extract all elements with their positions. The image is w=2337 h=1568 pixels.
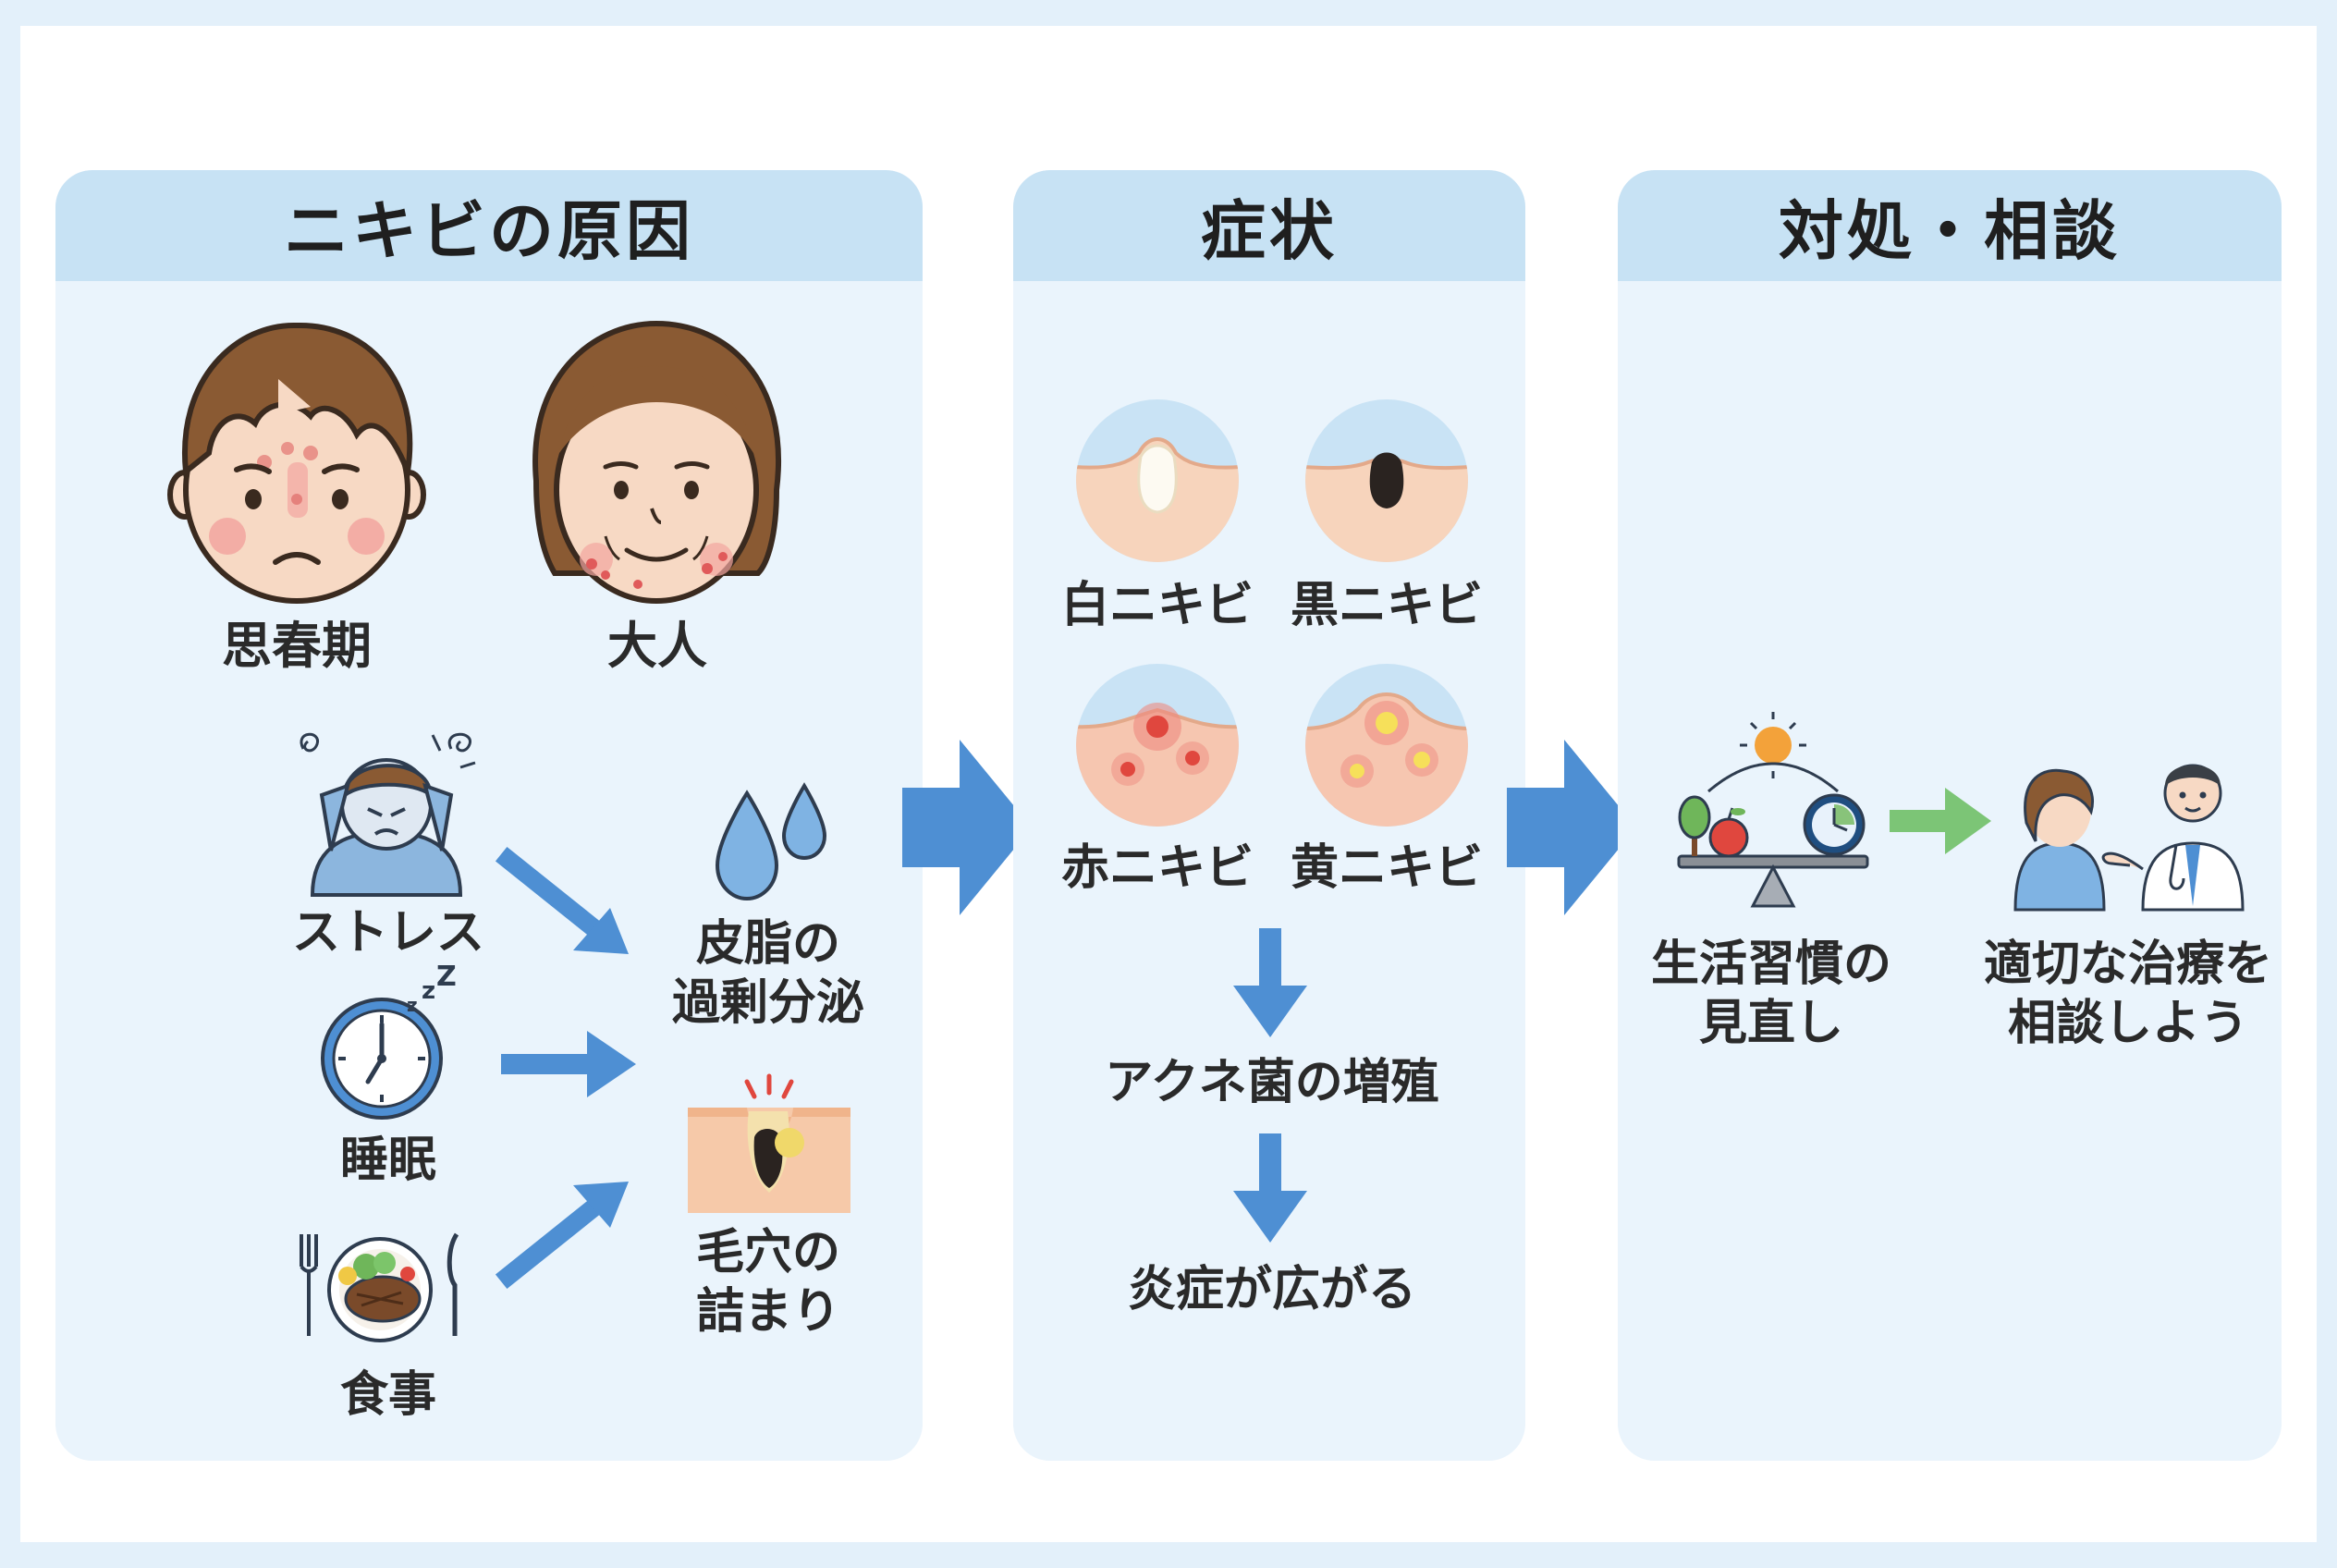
symptoms-to-care-arrow: [1507, 740, 1636, 915]
puberty-label: 思春期: [222, 617, 372, 675]
oil-drops-icon: [715, 782, 827, 901]
white-pimple-icon: [1076, 399, 1239, 562]
pimple-to-bacteria-arrow: [1233, 928, 1307, 1037]
clogged-pore-icon: [688, 1073, 850, 1213]
svg-text:Z: Z: [436, 961, 457, 993]
svg-text:z: z: [407, 994, 418, 1016]
red-pimple-label: 赤ニキビ: [1060, 840, 1254, 896]
symptoms-panel-header: 症状: [1013, 170, 1525, 281]
care-title: 対処・相談: [1779, 192, 2121, 269]
svg-text:z: z: [422, 977, 435, 1005]
stress-to-sebum-arrow: [495, 846, 629, 954]
diet-to-pores-arrow: [495, 1182, 629, 1290]
causes-to-symptoms-arrow: [902, 740, 1032, 915]
bacteria-to-inflammation-arrow: [1233, 1133, 1307, 1243]
lifestyle-label-line1: 生活習慣の: [1650, 937, 1891, 992]
symptoms-panel: 症状: [1013, 170, 1525, 1461]
diet-label: 食事: [339, 1367, 436, 1423]
doctor-consultation-icon: [2013, 764, 2245, 912]
causes-panel-header: ニキビの原因: [55, 170, 923, 281]
causes-title: ニキビの原因: [284, 192, 694, 269]
pores-label-line2: 詰まり: [695, 1284, 840, 1340]
boy-acne-face: [167, 322, 426, 604]
black-pimple-label: 黒ニキビ: [1290, 578, 1483, 633]
care-panel-header: 対処・相談: [1618, 170, 2282, 281]
lifestyle-label-line2: 見直し: [1698, 996, 1843, 1051]
consult-label-line1: 適切な治療を: [1983, 937, 2272, 992]
consult-label-line2: 相談しよう: [2007, 996, 2248, 1051]
inflammation-label: 炎症が広がる: [1127, 1262, 1416, 1317]
woman-acne-face: [532, 320, 781, 604]
symptoms-title: 症状: [1201, 192, 1338, 269]
bacteria-label: アクネ菌の増殖: [1105, 1055, 1439, 1110]
yellow-pimple-icon: [1305, 664, 1468, 827]
stressed-person-icon: [300, 732, 476, 897]
pores-label-line1: 毛穴の: [695, 1225, 840, 1280]
sleep-to-sebum-arrow: [501, 1031, 636, 1097]
sebum-label-line2: 過剰分泌: [671, 975, 864, 1031]
alarm-clock-icon: z Z z: [321, 961, 457, 1120]
sebum-label-line1: 皮脂の: [695, 916, 840, 972]
meal-plate-icon: [300, 1232, 459, 1342]
white-pimple-label: 白ニキビ: [1060, 578, 1254, 633]
lifestyle-balance-icon: [1677, 712, 1869, 908]
sleep-label: 睡眠: [339, 1133, 436, 1188]
yellow-pimple-label: 黄ニキビ: [1290, 840, 1483, 896]
adult-label: 大人: [607, 617, 707, 675]
black-pimple-icon: [1305, 399, 1468, 562]
lifestyle-to-consult-arrow: [1890, 788, 1991, 854]
red-pimple-icon: [1076, 664, 1239, 827]
stress-label: ストレス: [291, 905, 484, 961]
